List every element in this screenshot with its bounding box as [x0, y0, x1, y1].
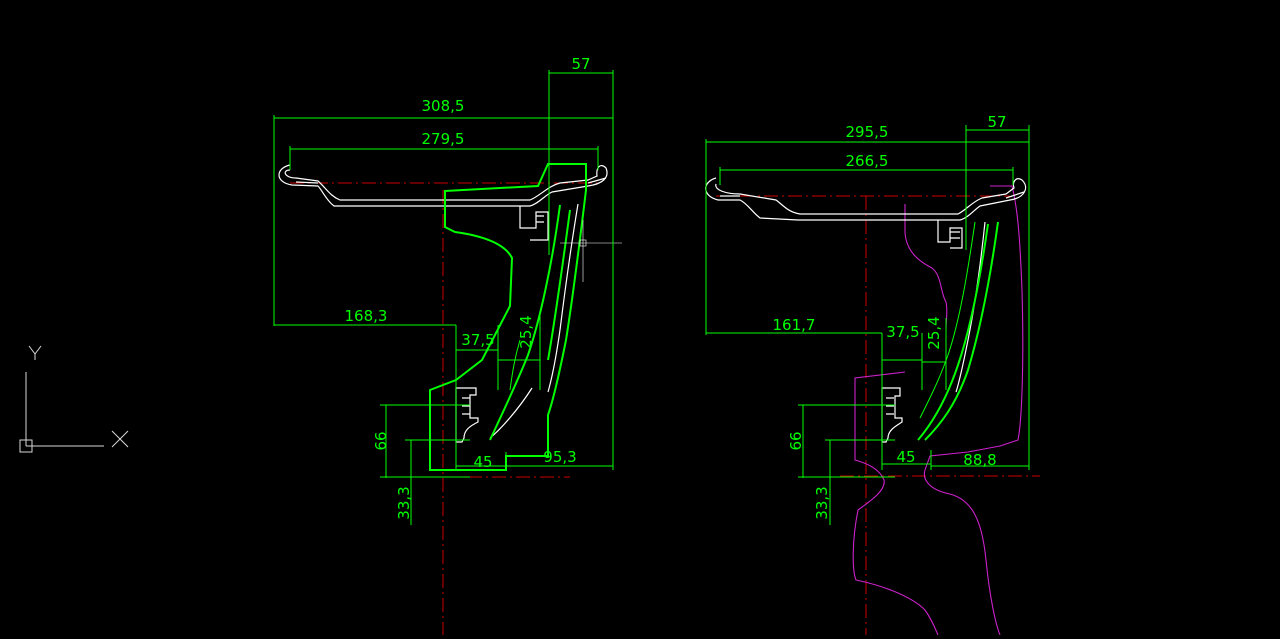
left-dim-offset-top: 57 — [571, 55, 590, 73]
right-dim-step-width: 37,5 — [886, 323, 919, 341]
right-rim-profile — [705, 177, 1027, 443]
left-dim-radius: 168,3 — [345, 307, 388, 325]
right-dim-hub-base: 33,3 — [813, 486, 831, 519]
right-wheel-section: 295,5 266,5 57 161,7 37,5 25,4 66 33,3 4… — [705, 113, 1040, 636]
left-section-outline — [429, 163, 587, 471]
left-dim-hub-height: 66 — [372, 431, 390, 450]
right-dim-radius: 161,7 — [773, 316, 816, 334]
right-tyre-contour — [852, 185, 1024, 636]
right-dim-hub-radius: 88,8 — [963, 451, 996, 469]
left-dim-hub-radius: 95,3 — [543, 448, 576, 466]
right-dim-overall-width: 295,5 — [846, 123, 889, 141]
ucs-icon — [19, 345, 129, 453]
left-rim-profile — [278, 164, 608, 443]
right-dimension-lines — [705, 125, 1030, 525]
left-dim-step-height: 25,4 — [517, 315, 535, 348]
left-wheel-section: 308,5 279,5 57 168,3 37,5 25,4 66 33,3 4… — [273, 55, 622, 635]
right-dim-step-height: 25,4 — [925, 316, 943, 349]
right-dim-offset-top: 57 — [987, 113, 1006, 131]
left-dim-hub-width: 45 — [473, 453, 492, 471]
left-dimension-lines — [273, 70, 614, 525]
left-dim-step-width: 37,5 — [461, 331, 494, 349]
right-dim-hub-height: 66 — [787, 431, 805, 450]
right-section-outline — [917, 221, 999, 441]
left-dim-hub-base: 33,3 — [395, 486, 413, 519]
right-dim-inner-width: 266,5 — [846, 152, 889, 170]
left-dim-inner-width: 279,5 — [422, 130, 465, 148]
left-dim-overall-width: 308,5 — [422, 97, 465, 115]
right-dim-hub-width: 45 — [896, 448, 915, 466]
